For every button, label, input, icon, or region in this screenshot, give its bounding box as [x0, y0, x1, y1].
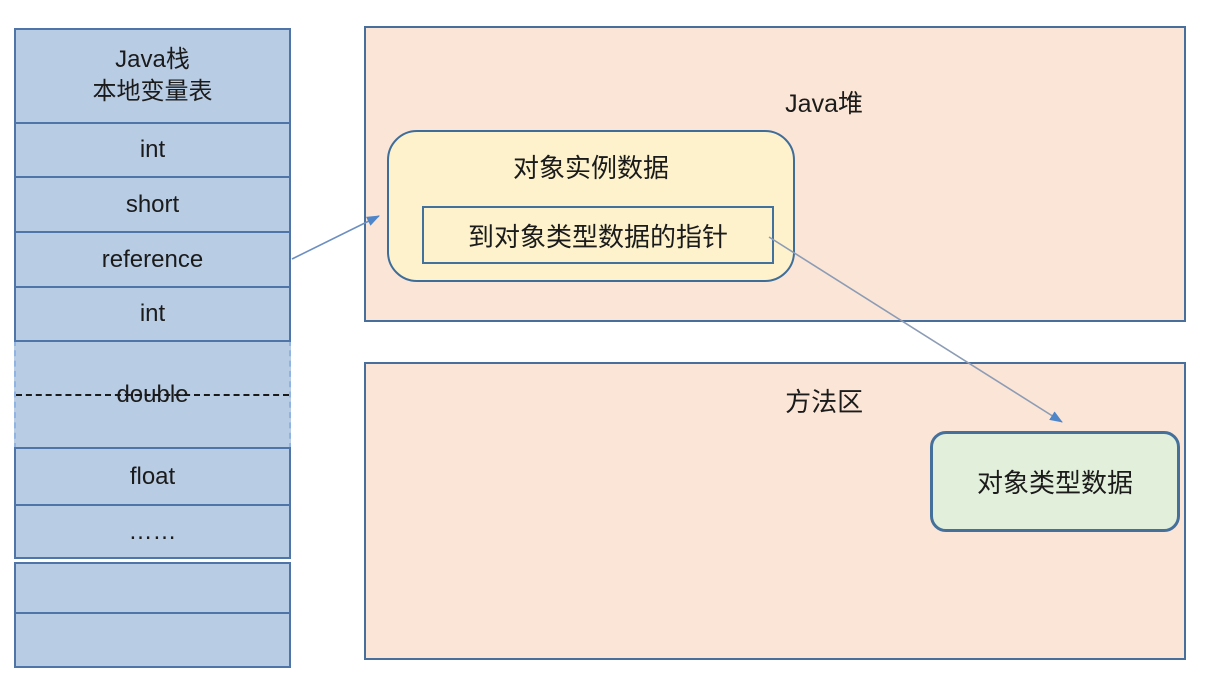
object-instance-data-label: 对象实例数据	[512, 154, 669, 183]
java-stack-table: Java栈 本地变量表 int short reference int doub…	[14, 28, 291, 668]
stack-row-empty-1	[14, 562, 291, 614]
stack-row-reference: reference	[14, 231, 291, 288]
row-label: float	[129, 462, 176, 490]
stack-row-empty-2	[14, 612, 291, 668]
stack-row-ellipsis: ……	[14, 504, 291, 559]
java-heap-region: Java堆 对象实例数据 到对象类型数据的指针	[364, 26, 1186, 322]
stack-table-title: Java栈 本地变量表	[93, 43, 213, 109]
row-label: int	[139, 300, 166, 327]
double-slot-divider-dashed-line	[16, 393, 289, 396]
row-label: double	[116, 380, 189, 408]
java-heap-label: Java堆	[785, 90, 863, 118]
object-type-data-box: 对象类型数据	[930, 431, 1180, 532]
row-label: short	[125, 190, 180, 218]
stack-row-short: short	[14, 176, 291, 233]
stack-row-int-2: int	[14, 286, 291, 342]
row-label: ……	[128, 517, 177, 545]
stack-row-double: double	[14, 340, 291, 449]
row-label: int	[139, 136, 166, 163]
method-area-region: 方法区 对象类型数据	[364, 362, 1186, 660]
pointer-to-object-type-data-label: 到对象类型数据的指针	[467, 222, 728, 252]
stack-row-float: float	[14, 447, 291, 506]
pointer-to-object-type-data-box: 到对象类型数据的指针	[422, 206, 774, 264]
stack-title-line2: 本地变量表	[92, 79, 213, 105]
object-type-data-label: 对象类型数据	[976, 469, 1133, 498]
stack-title-line1: Java栈	[115, 46, 190, 73]
stack-table-header: Java栈 本地变量表	[14, 28, 291, 124]
method-area-label: 方法区	[785, 388, 864, 417]
stack-row-int-1: int	[14, 122, 291, 178]
object-instance-data-box: 对象实例数据 到对象类型数据的指针	[387, 130, 795, 282]
row-label: reference	[101, 245, 204, 273]
